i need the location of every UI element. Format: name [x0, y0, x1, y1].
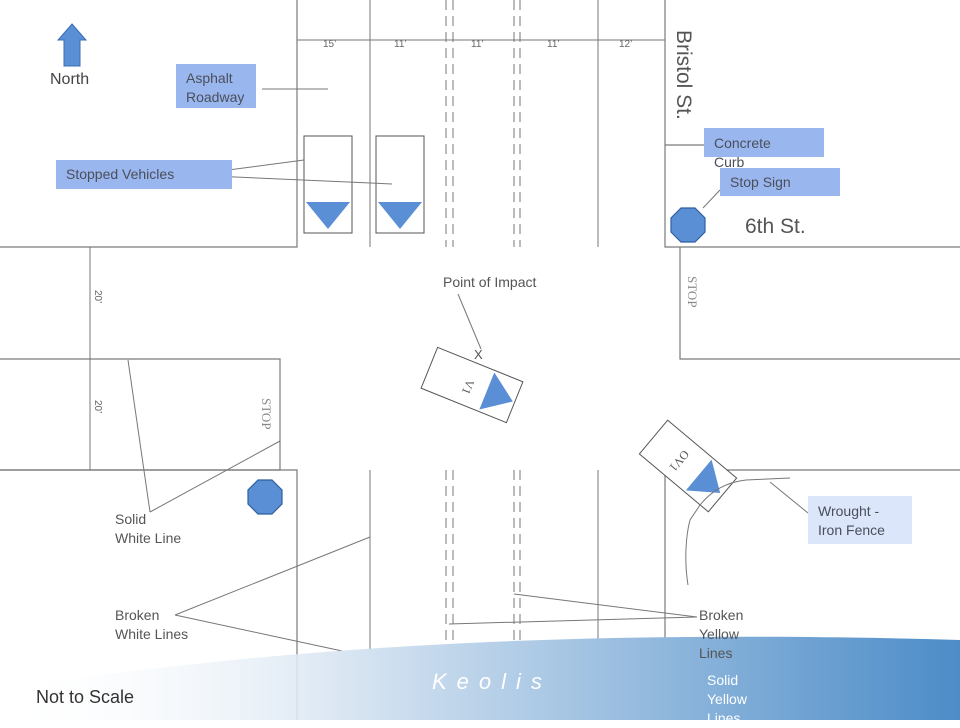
callout-solid-white-line: Solid White Line	[115, 511, 182, 546]
callout-broken-white-lines: Broken White Lines	[115, 607, 189, 642]
stopped-vehicle-1	[303, 135, 353, 234]
curb-e-mid	[679, 247, 960, 360]
curb-sw	[0, 469, 298, 720]
lane-lines-north	[369, 0, 599, 247]
lane-width-4: 11’	[547, 39, 560, 50]
stopped-vehicle-2	[375, 135, 425, 234]
lane-width-5: 12’	[619, 39, 632, 50]
north-label: North	[50, 71, 90, 88]
stop-marking-east: STOP	[685, 276, 700, 308]
wrought-iron-fence	[685, 477, 791, 586]
curb-nw	[0, 0, 298, 248]
stop-sign-icon-sw	[247, 479, 283, 515]
callout-wrought-iron-fence: Wrought - Iron Fence	[808, 496, 912, 544]
impact-leader	[457, 293, 482, 350]
north-arrow-icon	[56, 23, 88, 67]
street-name-bristol: Bristol St.	[672, 30, 695, 120]
setback-1: 20’	[92, 290, 103, 303]
vehicle-ov1: OV1	[638, 419, 738, 513]
callout-broken-yellow-lines: Broken Yellow Lines	[699, 607, 744, 661]
lane-width-2: 11’	[394, 39, 407, 50]
curb-ne	[664, 0, 960, 248]
lane-width-1: 15’	[323, 39, 336, 50]
vehicle-v1: V1	[420, 346, 524, 424]
impact-marker: X	[474, 347, 483, 362]
callout-asphalt-roadway: Asphalt Roadway	[176, 64, 256, 108]
stop-sign-icon-ne	[670, 207, 706, 243]
setback-2: 20’	[92, 400, 103, 413]
scale-note: Not to Scale	[36, 687, 135, 707]
callout-solid-yellow-lines: Solid Yellow Lines	[707, 672, 747, 726]
footer-swoosh	[0, 636, 960, 720]
stop-marking-west: STOP	[259, 398, 274, 430]
callout-concrete-curb: Concrete Curb	[704, 128, 824, 170]
lane-width-3: 11’	[471, 39, 484, 50]
callout-stop-sign: Stop Sign	[720, 168, 840, 196]
curb-w-mid	[0, 358, 281, 471]
street-name-sixth: 6th St.	[745, 215, 806, 238]
brand-logo: Keolis	[432, 669, 552, 694]
callout-stopped-vehicles: Stopped Vehicles	[56, 160, 232, 189]
impact-label: Point of Impact	[443, 274, 537, 290]
vehicle-v1-label: V1	[459, 378, 477, 397]
